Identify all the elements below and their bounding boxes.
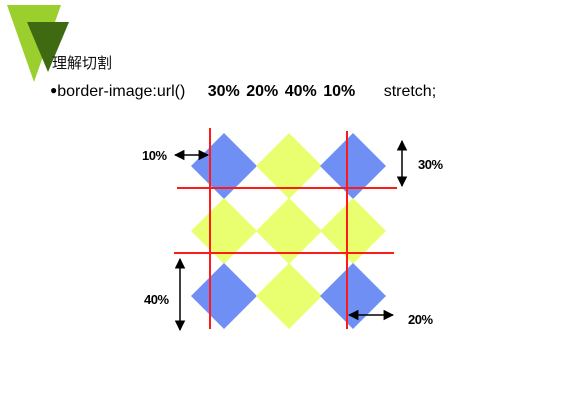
- tile-yellow-r3c2: [256, 263, 322, 329]
- bullet-line: ●border-image:url() 30% 20% 40% 10% stre…: [50, 83, 436, 101]
- label-left-bottom: 40%: [144, 292, 169, 307]
- tile-yellow-r1c2: [256, 133, 322, 199]
- slice-value-bottom: 40%: [284, 83, 317, 100]
- slice-value-left: 10%: [323, 83, 356, 100]
- tile-blue-r1c1: [191, 133, 257, 199]
- tile-yellow-r2c2: [256, 198, 322, 264]
- logo-triangles: [7, 5, 69, 82]
- label-right-bottom: 20%: [408, 312, 433, 327]
- slide-title: 理解切割: [52, 55, 113, 72]
- tile-blue-r3c3: [320, 263, 386, 329]
- tile-blue-r1c3: [320, 133, 386, 199]
- repeat-mode: stretch;: [383, 83, 437, 100]
- bullet-marker: ●: [50, 83, 58, 97]
- logo-triangle-dark: [27, 22, 69, 72]
- tile-yellow-r2c3: [320, 198, 386, 264]
- slice-values: 30% 20% 40% 10%: [208, 83, 362, 100]
- label-right-top: 30%: [418, 157, 443, 172]
- label-left-top: 10%: [142, 148, 167, 163]
- tile-yellow-r2c1: [191, 198, 257, 264]
- property-text: border-image:url(): [57, 83, 186, 100]
- slice-value-top: 30%: [207, 83, 240, 100]
- tile-blue-r3c1: [191, 263, 257, 329]
- slice-value-right: 20%: [246, 83, 279, 100]
